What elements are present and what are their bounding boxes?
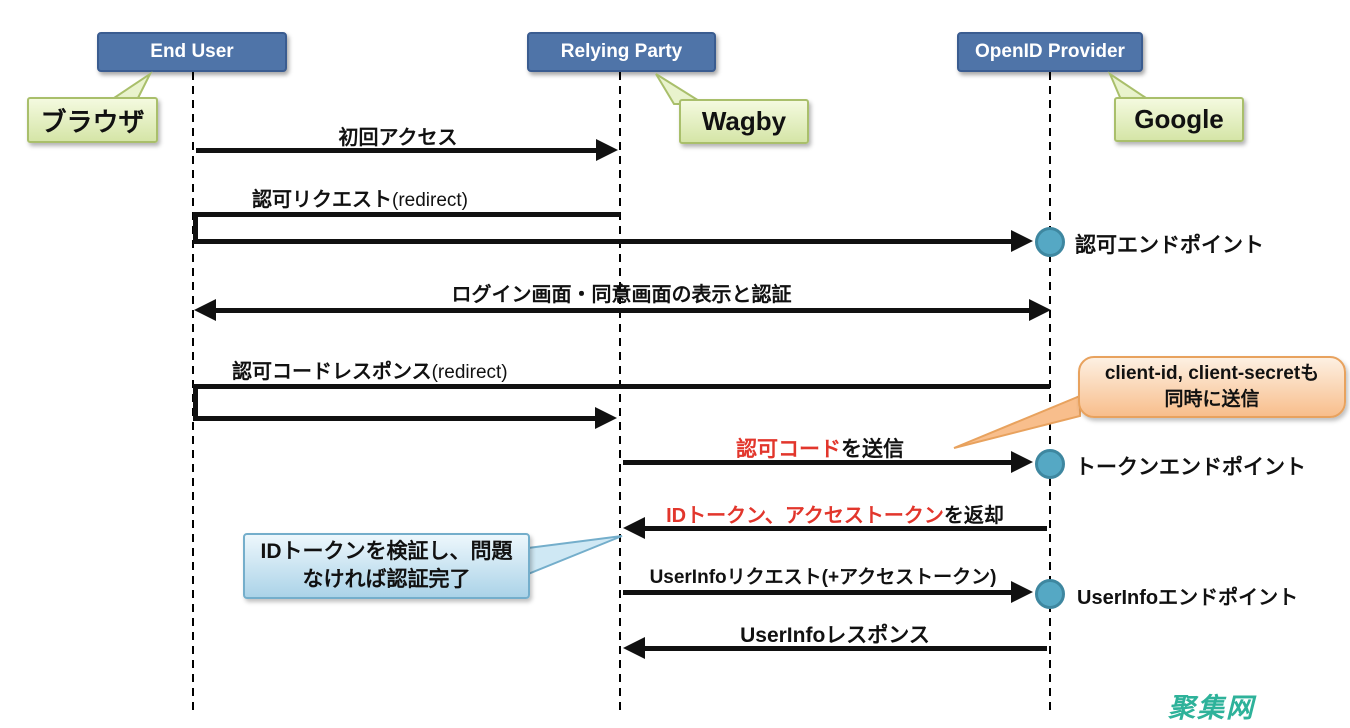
actor-box-relying-party: Relying Party <box>527 32 716 72</box>
callout-id-token-verify: IDトークンを検証し、問題なければ認証完了 <box>243 533 530 599</box>
send-code-highlight: 認可コード <box>736 438 841 461</box>
token-endpoint-node <box>1035 449 1065 479</box>
watermark: 聚集网 <box>1168 693 1255 723</box>
arrow-send-code <box>623 460 1013 465</box>
actor-label-relying-party: Relying Party <box>560 41 683 62</box>
arrow-userinfo-response <box>645 646 1047 651</box>
message-label-userinfo-response: UserInfoレスポンス <box>740 624 930 647</box>
message-label-return-tokens: IDトークン、アクセストークンを返却 <box>666 505 1004 527</box>
callout-client-secret-text: client-id, client-secretも同時に送信 <box>1104 363 1320 410</box>
arrow-auth-code-response-turn <box>193 384 198 421</box>
arrowhead-return-tokens <box>623 517 645 539</box>
arrowhead-send-code <box>1011 451 1033 473</box>
lifeline-openid-provider <box>1049 72 1051 710</box>
arrow-auth-request-bottom <box>193 239 1013 244</box>
authorization-endpoint-node <box>1035 227 1065 257</box>
callout-wagby-label: Wagby <box>701 106 787 136</box>
arrow-initial-access <box>196 148 598 153</box>
message-label-userinfo-request: UserInfoリクエスト(+アクセストークン) <box>649 567 997 588</box>
callout-google-label: Google <box>1134 104 1224 134</box>
actor-box-end-user: End User <box>97 32 287 72</box>
arrowhead-userinfo-request <box>1011 581 1033 603</box>
arrow-auth-request-turn <box>193 212 198 244</box>
callout-browser: ブラウザ <box>27 97 158 143</box>
token-endpoint-label: トークンエンドポイント <box>1075 456 1306 479</box>
authorization-endpoint-label: 認可エンドポイント <box>1075 234 1264 257</box>
arrow-auth-code-response-bottom <box>193 416 597 421</box>
arrow-return-tokens <box>645 526 1047 531</box>
arrow-userinfo-request <box>623 590 1013 595</box>
arrowhead-userinfo-response <box>623 637 645 659</box>
arrow-auth-request-top <box>193 212 620 217</box>
callout-google: Google <box>1114 97 1244 142</box>
actor-box-openid-provider: OpenID Provider <box>957 32 1143 72</box>
userinfo-endpoint-node <box>1035 579 1065 609</box>
arrowhead-login-consent-right <box>1029 299 1051 321</box>
message-label-send-code: 認可コードを送信 <box>736 438 904 461</box>
message-label-auth-request: 認可リクエスト(redirect) <box>252 189 469 211</box>
callout-client-secret: client-id, client-secretも同時に送信 <box>1078 356 1346 418</box>
message-label-auth-code-response: 認可コードレスポンス(redirect) <box>232 361 508 383</box>
arrowhead-auth-code-response <box>595 407 617 429</box>
arrowhead-login-consent-left <box>194 299 216 321</box>
id-token-note-tail <box>527 535 623 576</box>
arrow-auth-code-response-top <box>193 384 1050 389</box>
message-label-login-consent: ログイン画面・同意画面の表示と認証 <box>451 284 792 306</box>
callout-wagby: Wagby <box>679 99 809 144</box>
actor-label-end-user: End User <box>150 41 234 62</box>
actor-label-openid-provider: OpenID Provider <box>975 41 1125 62</box>
callout-browser-label: ブラウザ <box>40 106 145 137</box>
arrow-login-consent <box>215 308 1031 313</box>
arrowhead-initial-access <box>596 139 618 161</box>
callout-id-token-verify-text: IDトークンを検証し、問題なければ認証完了 <box>260 539 513 591</box>
userinfo-endpoint-label: UserInfoエンドポイント <box>1077 587 1299 609</box>
message-label-initial-access: 初回アクセス <box>338 127 458 149</box>
return-tokens-highlight: IDトークン、アクセストークン <box>666 505 944 527</box>
lifeline-relying-party <box>619 72 621 710</box>
arrowhead-auth-request <box>1011 230 1033 252</box>
